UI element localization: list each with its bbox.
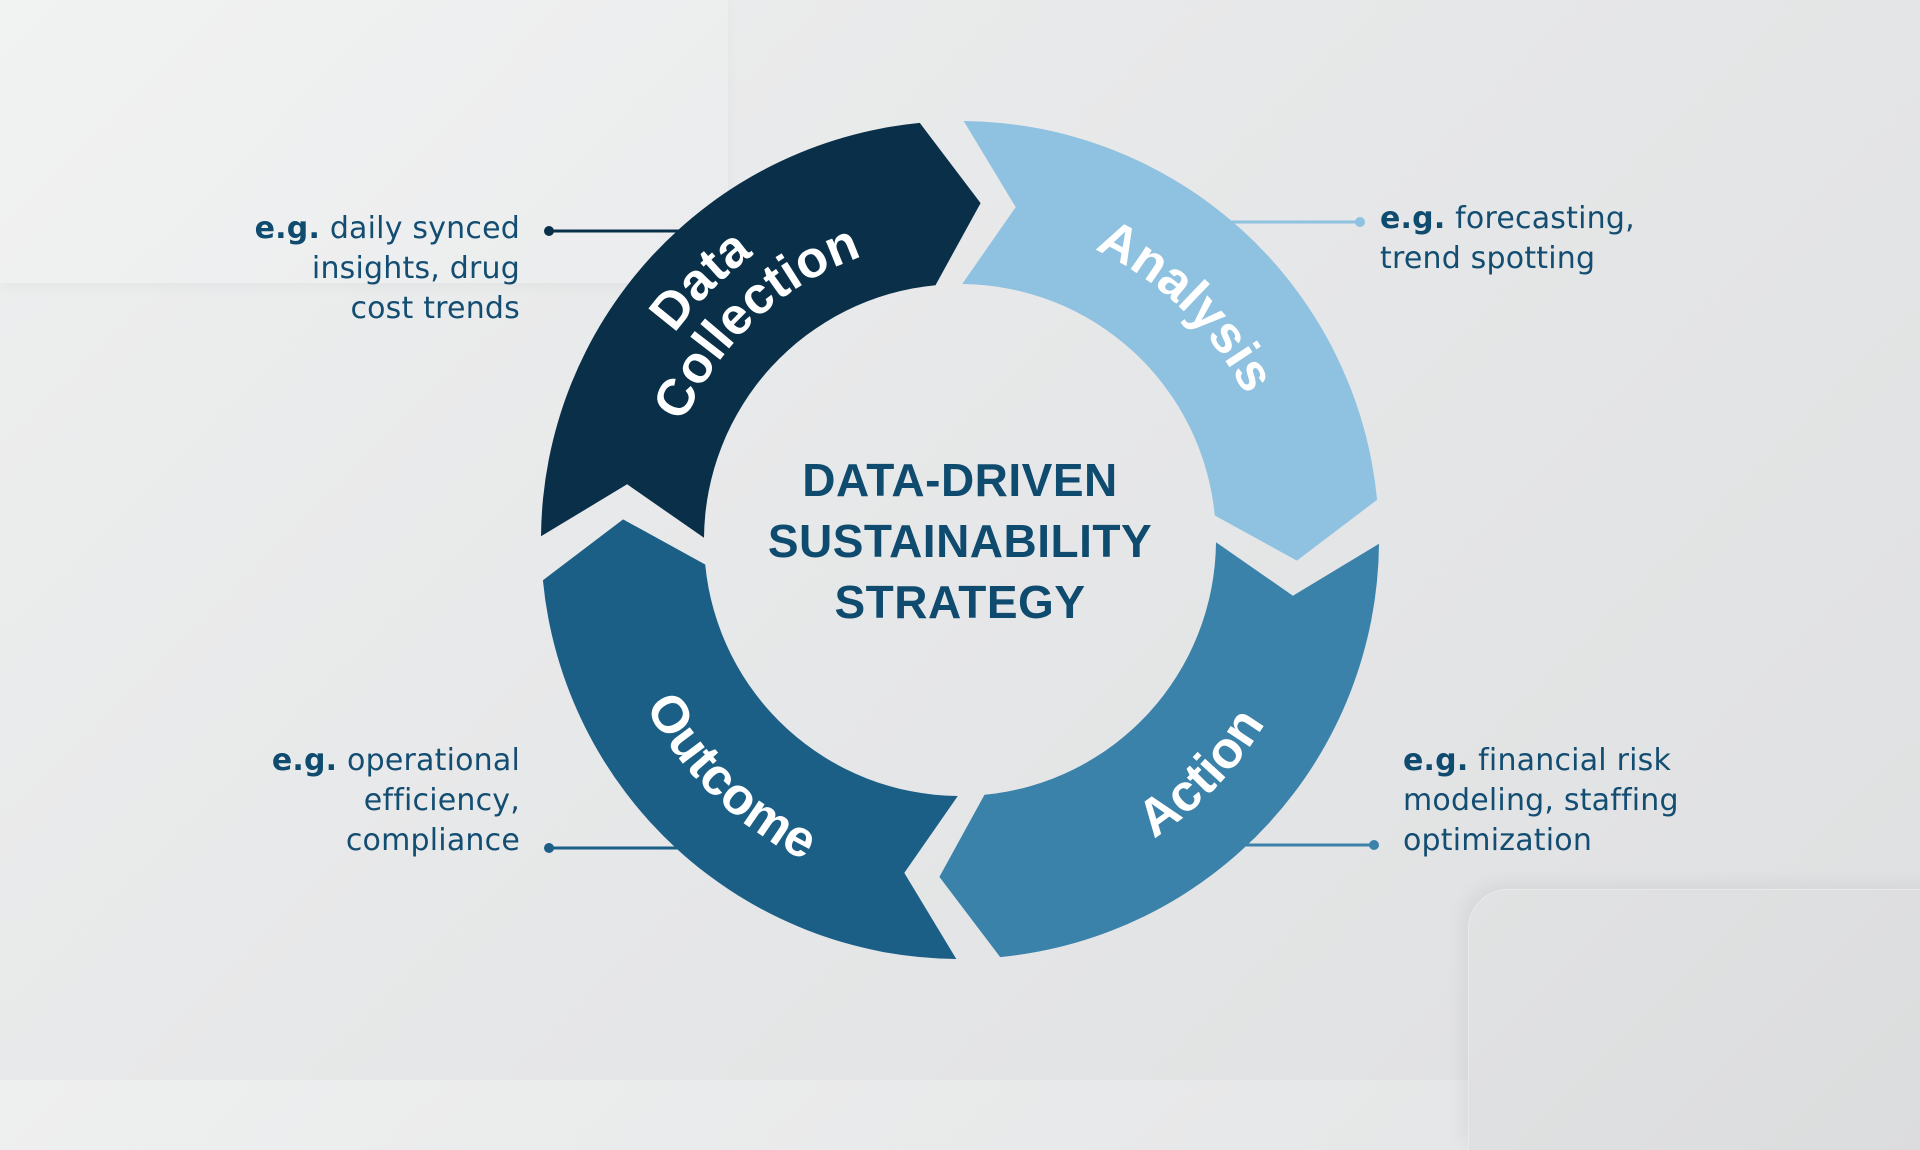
eg-prefix: e.g.	[271, 743, 338, 778]
cycle-diagram: Data Collection Analysis Action Outcome	[541, 121, 1379, 959]
note-line: optimization	[1403, 823, 1593, 858]
note-line: cost trends	[350, 291, 520, 326]
eg-prefix: e.g.	[254, 211, 321, 246]
note-line: forecasting,	[1455, 201, 1635, 236]
background-panel-top-left	[0, 0, 728, 283]
segment-action	[939, 542, 1379, 958]
note-outcome: e.g. operational efficiency, compliance	[272, 741, 520, 861]
eg-prefix: e.g.	[1403, 743, 1469, 778]
note-line: efficiency,	[363, 783, 520, 818]
note-line: modeling, staffing	[1403, 783, 1679, 818]
segment-outcome	[542, 519, 958, 959]
note-line: daily synced	[329, 211, 520, 246]
connector-outcome	[544, 843, 690, 853]
segment-analysis	[962, 121, 1378, 561]
note-line: financial risk	[1478, 743, 1672, 778]
connector-action	[1230, 840, 1379, 850]
note-analysis: e.g. forecasting, trend spotting	[1380, 199, 1635, 279]
connector-data-collection	[544, 226, 690, 236]
note-line: trend spotting	[1380, 241, 1596, 276]
note-action: e.g. financial risk modeling, staffing o…	[1403, 741, 1679, 861]
note-line: operational	[347, 743, 520, 778]
title-line-3: STRATEGY	[834, 576, 1086, 628]
note-data-collection: e.g. daily synced insights, drug cost tr…	[255, 209, 520, 329]
eg-prefix: e.g.	[1380, 201, 1446, 236]
note-line: insights, drug	[311, 251, 520, 286]
connector-analysis	[1230, 217, 1365, 227]
center-title: DATA-DRIVEN SUSTAINABILITY STRATEGY	[660, 450, 1260, 633]
segment-data-collection	[541, 122, 981, 538]
title-line-2: SUSTAINABILITY	[767, 515, 1153, 567]
title-line-1: DATA-DRIVEN	[802, 454, 1118, 506]
note-line: compliance	[345, 823, 520, 858]
